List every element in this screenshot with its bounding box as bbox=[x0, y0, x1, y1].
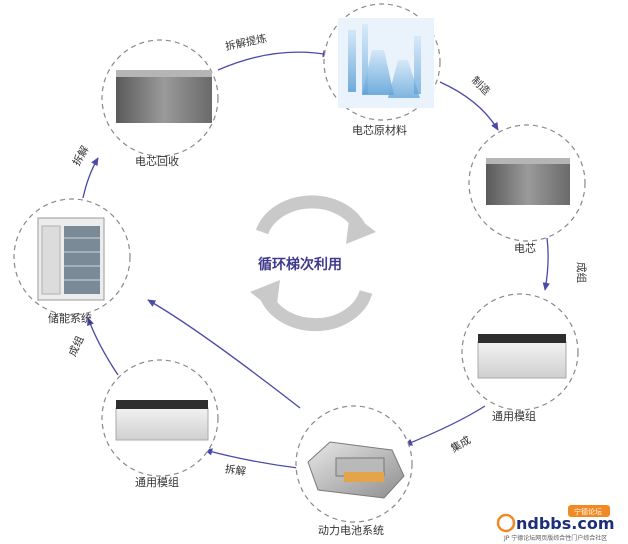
node-raw-materials: 电芯原材料 bbox=[323, 3, 441, 137]
arrow-dismantle-left bbox=[82, 157, 99, 199]
watermark: 宁德论坛 ndbbs.com JP 宁德论坛网页版综合性门户综合社区 bbox=[496, 505, 615, 542]
node-label-module-left: 通用模组 bbox=[135, 475, 179, 489]
node-module-right: 通用模组 bbox=[461, 293, 579, 423]
edge-label-dismantle-bottom: 拆解 bbox=[224, 462, 247, 478]
arrow-dismantle-extract bbox=[217, 50, 331, 71]
node-storage: 储能系统 bbox=[13, 198, 131, 325]
watermark-logo: ndbbs.com bbox=[516, 514, 615, 533]
node-label-cell: 电芯 bbox=[514, 241, 536, 255]
watermark-logo-icon bbox=[496, 513, 516, 533]
edge-label-dismantle-left: 拆解 bbox=[70, 143, 92, 168]
arrow-manufacture bbox=[439, 81, 499, 131]
edge-label-dismantle-extract: 拆解提炼 bbox=[224, 32, 268, 54]
node-power-battery: 动力电池系统 bbox=[295, 405, 413, 537]
edge-label-integrate: 集成 bbox=[448, 433, 473, 455]
node-label-storage: 储能系统 bbox=[48, 311, 92, 325]
arrow-dismantle-bottom bbox=[204, 448, 299, 469]
arrow-integrate bbox=[404, 405, 486, 446]
edge-label-assemble-right: 成组 bbox=[575, 262, 588, 283]
arrow-assemble-left bbox=[87, 317, 119, 376]
battery-module-image bbox=[477, 334, 567, 379]
node-cell-recycle: 电芯回收 bbox=[101, 39, 219, 168]
node-cell: 电芯 bbox=[468, 124, 586, 255]
edge-label-manufacture: 制造 bbox=[469, 74, 493, 98]
lab-glassware-image bbox=[338, 18, 434, 108]
battery-cell-image bbox=[116, 70, 212, 123]
storage-cabinet-image bbox=[37, 217, 105, 301]
node-label-module-right: 通用模组 bbox=[492, 409, 536, 423]
arrow-power-to-storage bbox=[147, 299, 301, 409]
battery-cell-image bbox=[486, 158, 570, 205]
watermark-badge: 宁德论坛 bbox=[574, 507, 602, 516]
recycle-icon bbox=[250, 195, 376, 332]
arrow-assemble-right bbox=[542, 237, 550, 291]
battery-pack-image bbox=[307, 441, 405, 499]
center-title: 循环梯次利用 bbox=[258, 256, 342, 273]
edge-label-assemble-left: 成组 bbox=[66, 333, 87, 358]
node-label-power-battery: 动力电池系统 bbox=[318, 524, 384, 537]
node-label-raw-materials: 电芯原材料 bbox=[352, 123, 407, 137]
node-label-cell-recycle: 电芯回收 bbox=[135, 154, 179, 168]
watermark-tagline: JP 宁德论坛网页版综合性门户综合社区 bbox=[503, 534, 607, 542]
battery-module-image bbox=[115, 400, 209, 441]
node-module-left: 通用模组 bbox=[101, 359, 219, 489]
